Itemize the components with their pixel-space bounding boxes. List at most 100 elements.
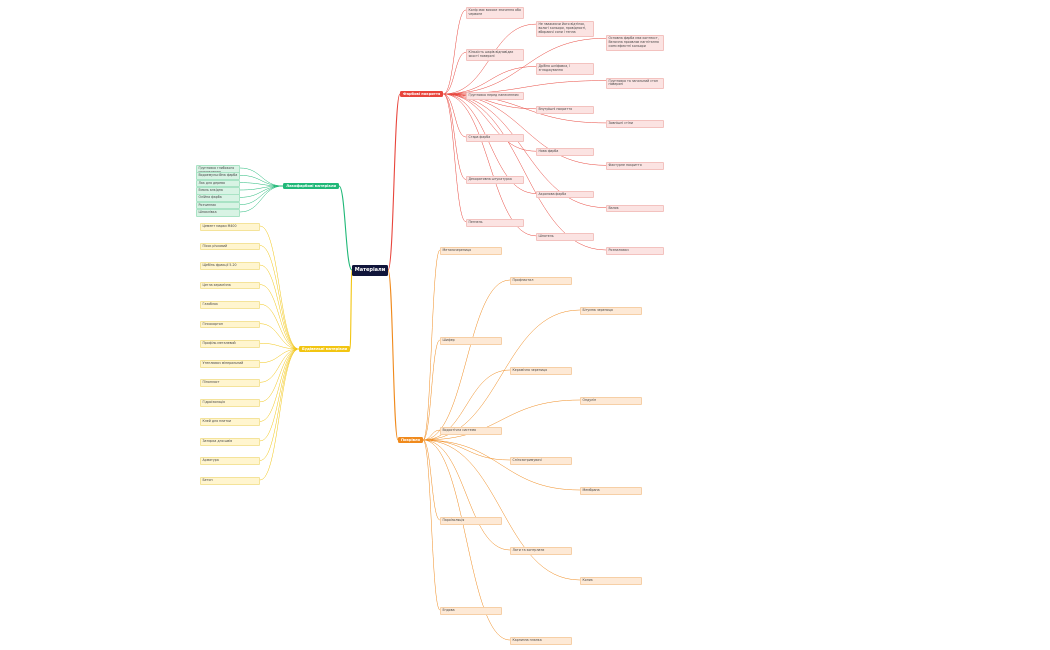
green-node[interactable]: Шпаклівка — [196, 209, 240, 217]
connector-line — [259, 348, 299, 403]
connector-line — [422, 339, 441, 441]
connector-line — [422, 439, 511, 551]
yellow-node[interactable]: Гідроізоляція — [200, 398, 260, 407]
connector-line — [239, 185, 284, 205]
yellow-node[interactable]: Щебінь фракції 5-20 — [200, 262, 260, 270]
yellow-node[interactable]: Цегла керамічна — [200, 281, 260, 290]
connector-line — [443, 93, 467, 138]
connector-line — [259, 348, 299, 422]
connector-line — [259, 348, 299, 442]
branch-red[interactable]: Фарбові покриття — [400, 91, 444, 98]
connector-line — [259, 264, 299, 350]
green-node[interactable]: Водоемульсійна фарба — [196, 172, 240, 181]
red-node[interactable]: Валик — [606, 204, 664, 213]
connector-line — [387, 269, 399, 441]
connector-line — [443, 93, 607, 251]
orange-node[interactable]: Пароізоляція — [440, 517, 502, 525]
yellow-node[interactable]: Утеплювач мінеральний — [200, 359, 260, 368]
red-node[interactable]: Нова фарба — [536, 148, 594, 156]
branch-orange[interactable]: Покрівля — [398, 437, 423, 444]
red-node[interactable]: Фактурне покриття — [606, 162, 664, 171]
red-node[interactable]: Декоративна штукатурка — [466, 176, 524, 185]
connector-line — [422, 439, 581, 491]
orange-node[interactable]: Керамічна черепиця — [510, 367, 572, 375]
orange-node[interactable]: Ондулін — [580, 397, 642, 405]
connector-line — [239, 185, 284, 213]
connector-line — [422, 439, 511, 461]
connector-line — [443, 66, 537, 95]
connector-line — [422, 439, 511, 641]
connector-line — [259, 284, 299, 350]
connector-line — [443, 93, 537, 152]
connector-line — [443, 37, 607, 95]
orange-node[interactable]: Ендова — [440, 607, 502, 615]
red-node[interactable]: Акрилова фарба — [536, 190, 594, 199]
red-node[interactable]: Ґрунтовка перед нанесенням — [466, 91, 524, 100]
red-node[interactable]: Розпилювач — [606, 247, 664, 255]
connector-line — [422, 429, 441, 441]
yellow-node[interactable]: Газоблок — [200, 301, 260, 309]
red-node[interactable]: Дрібна шліфовка, і згладжування — [536, 63, 594, 76]
connector-line — [259, 225, 299, 350]
connector-line — [338, 185, 353, 271]
yellow-node[interactable]: Арматура — [200, 457, 260, 466]
red-node[interactable]: Стара фарба — [466, 134, 524, 142]
yellow-node[interactable]: Гіпсокартон — [200, 320, 260, 329]
red-node[interactable]: Ґрунтовка та загальний стан поверхні — [606, 77, 664, 90]
orange-node[interactable]: Металочерепиця — [440, 247, 502, 255]
connector-line — [443, 52, 467, 95]
yellow-node[interactable]: Пісок річковий — [200, 242, 260, 251]
red-node[interactable]: Кількість шарів відповідає якості поверх… — [466, 49, 524, 61]
red-node[interactable]: Не зважаючи його відтінок, вологі кольор… — [536, 21, 594, 37]
connector-line — [387, 93, 401, 271]
yellow-node[interactable]: Профіль металевий — [200, 340, 260, 349]
connector-line — [422, 279, 511, 441]
connector-line — [259, 348, 299, 481]
orange-node[interactable]: Водостічна система — [440, 427, 502, 435]
orange-node[interactable]: Снігозатримувачі — [510, 457, 572, 465]
yellow-node[interactable]: Пінопласт — [200, 379, 260, 388]
orange-node[interactable]: Бітумна черепиця — [580, 307, 642, 315]
green-node[interactable]: Олійна фарба — [196, 194, 240, 203]
connector-line — [422, 369, 511, 441]
green-node[interactable]: Лак для дерева — [196, 179, 240, 188]
connector-line — [422, 439, 441, 611]
branch-yellow[interactable]: Будівельні матеріали — [298, 346, 350, 353]
connector-line — [443, 93, 467, 180]
connector-line — [259, 245, 299, 350]
yellow-node[interactable]: Цемент марки М400 — [200, 223, 260, 231]
green-node[interactable]: Розчинник — [196, 201, 240, 210]
yellow-node[interactable]: Клей для плитки — [200, 418, 260, 427]
connector-line — [259, 342, 299, 350]
green-node[interactable]: Емаль алкідна — [196, 187, 240, 195]
orange-node[interactable]: Профнастил — [510, 277, 572, 285]
connector-line — [443, 93, 537, 194]
branch-green[interactable]: Лакофарбові матеріали — [283, 183, 339, 190]
orange-node[interactable]: Мембрана — [580, 487, 642, 495]
yellow-node[interactable]: Бетон — [200, 477, 260, 485]
red-node[interactable]: Колір має високе значення або червоне — [466, 7, 524, 19]
connector-line — [443, 93, 467, 223]
red-node[interactable]: Пензель — [466, 218, 524, 227]
connector-line — [239, 167, 284, 187]
orange-node[interactable]: Шифер — [440, 337, 502, 345]
connector-line — [422, 439, 441, 521]
connector-line — [422, 439, 581, 581]
red-node[interactable]: Внутрішні покриття — [536, 105, 594, 114]
connector-line — [349, 269, 353, 350]
connector-line — [443, 93, 537, 237]
connector-line — [259, 348, 299, 383]
root-node[interactable]: Матеріали — [352, 265, 388, 276]
red-node[interactable]: Основна фарба має контекст, Велична проя… — [606, 35, 664, 51]
yellow-node[interactable]: Затирка для швів — [200, 437, 260, 446]
red-node[interactable]: Шпатель — [536, 232, 594, 241]
orange-node[interactable]: Коник — [580, 577, 642, 585]
connector-line — [422, 249, 441, 441]
connector-line — [259, 303, 299, 350]
connector-line — [422, 309, 581, 441]
orange-node[interactable]: Лати та контрлати — [510, 547, 572, 555]
orange-node[interactable]: Карнизна планка — [510, 637, 572, 645]
red-node[interactable]: Зовнішні стіни — [606, 119, 664, 128]
connector-line — [443, 9, 467, 95]
